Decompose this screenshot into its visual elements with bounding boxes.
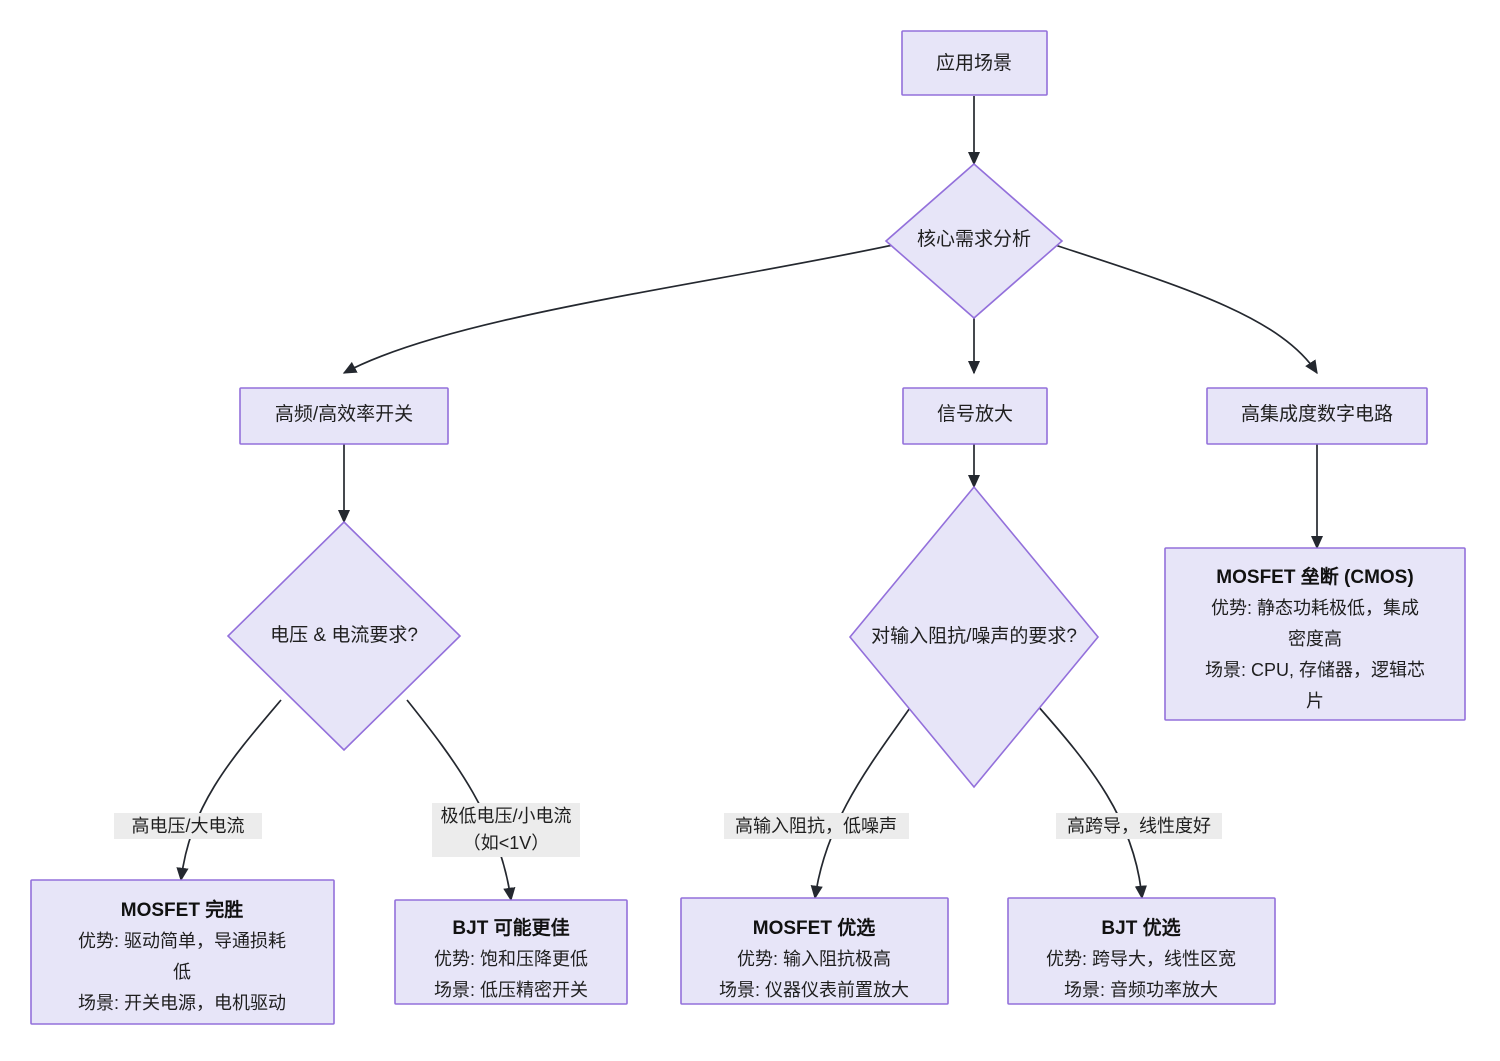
edge-layer	[176, 96, 1324, 902]
edge-label-bg	[114, 813, 262, 839]
edge-core-to-digital	[1054, 244, 1318, 375]
node-layer: 应用场景 核心需求分析 高频/高效率开关 信号放大 高集成度数字电路 电压 & …	[30, 30, 1466, 1025]
node-result-cmos-shape[interactable]	[1164, 547, 1466, 721]
edge-label-high-voltage-current: 高电压/大电流	[114, 813, 262, 839]
edge-label-bg	[1056, 813, 1222, 839]
edge-label-bg	[724, 813, 909, 839]
node-result-bjt-better[interactable]: BJT 可能更佳 优势: 饱和压降更低 场景: 低压精密开关	[394, 899, 628, 1005]
node-branch-amp[interactable]: 信号放大	[902, 387, 1048, 445]
node-result-mosfet-win-line-1: 优势: 驱动简单，导通损耗	[78, 931, 286, 951]
edge-vi-to-mosfet-win	[176, 699, 282, 882]
node-result-bjt-preferred-line-2: 场景: 音频功率放大	[1064, 980, 1218, 1000]
node-result-mosfet-preferred[interactable]: MOSFET 优选 优势: 输入阻抗极高 场景: 仪器仪表前置放大	[680, 897, 949, 1005]
node-branch-switch[interactable]: 高频/高效率开关	[239, 387, 449, 445]
node-result-bjt-better-line-2: 场景: 低压精密开关	[434, 980, 588, 1000]
edge-label-high-gm-linear: 高跨导，线性度好	[1056, 813, 1222, 839]
node-result-bjt-better-shape[interactable]	[394, 899, 628, 1005]
node-start-shape[interactable]	[901, 30, 1048, 96]
edge-label-text-line-1: 极低电压/小电流	[440, 806, 571, 826]
edge-vi-to-bjt-better	[406, 699, 516, 902]
node-branch-digital-shape[interactable]	[1206, 387, 1428, 445]
edge-label-text: 高电压/大电流	[131, 816, 244, 836]
node-result-cmos-line-2: 密度高	[1288, 629, 1342, 649]
node-decision-impedance-noise-label: 对输入阻抗/噪声的要求?	[871, 625, 1077, 647]
node-branch-amp-shape[interactable]	[902, 387, 1048, 445]
edge-core-to-switch	[342, 244, 894, 374]
node-result-cmos-line-4: 片	[1306, 691, 1324, 711]
node-result-bjt-preferred-shape[interactable]	[1007, 897, 1276, 1005]
edge-label-bg	[432, 803, 580, 857]
edge-label-high-z-low-noise: 高输入阻抗，低噪声	[724, 813, 909, 839]
node-result-mosfet-preferred-line-1: 优势: 输入阻抗极高	[737, 949, 891, 969]
edge-label-text-line-2: （如<1V）	[463, 833, 550, 853]
node-result-mosfet-win-line-2: 低	[173, 962, 191, 982]
node-branch-digital[interactable]: 高集成度数字电路	[1206, 387, 1428, 445]
node-result-cmos[interactable]: MOSFET 垒断 (CMOS) 优势: 静态功耗极低，集成 密度高 场景: C…	[1164, 547, 1466, 721]
node-decision-impedance-noise[interactable]: 对输入阻抗/噪声的要求?	[848, 485, 1100, 789]
edge-zn-to-bjt-pref	[1036, 704, 1147, 900]
node-core-decision[interactable]: 核心需求分析	[884, 162, 1064, 320]
node-result-bjt-preferred-title: BJT 优选	[1101, 916, 1180, 939]
node-result-mosfet-preferred-line-2: 场景: 仪器仪表前置放大	[719, 980, 909, 1000]
node-start-label: 应用场景	[936, 52, 1012, 74]
edge-label-ultra-low-voltage: 极低电压/小电流 （如<1V）	[432, 803, 580, 857]
node-result-bjt-preferred[interactable]: BJT 优选 优势: 跨导大，线性区宽 场景: 音频功率放大	[1007, 897, 1276, 1005]
node-decision-voltage-current-shape[interactable]	[226, 520, 462, 752]
node-branch-switch-label: 高频/高效率开关	[275, 403, 413, 425]
node-result-mosfet-win-title: MOSFET 完胜	[121, 898, 243, 921]
node-result-cmos-line-1: 优势: 静态功耗极低，集成	[1211, 598, 1419, 618]
node-core-decision-shape[interactable]	[884, 162, 1064, 320]
edge-zn-to-mosfet-pref	[810, 704, 913, 900]
node-decision-voltage-current-label: 电压 & 电流要求?	[270, 624, 418, 646]
edge-label-text: 高跨导，线性度好	[1067, 816, 1211, 836]
node-branch-switch-shape[interactable]	[239, 387, 449, 445]
node-decision-impedance-noise-shape[interactable]	[848, 485, 1100, 789]
node-start[interactable]: 应用场景	[901, 30, 1048, 96]
node-branch-amp-label: 信号放大	[937, 403, 1013, 425]
edge-label-layer: 高电压/大电流 极低电压/小电流 （如<1V） 高输入阻抗，低噪声 高跨导，线性…	[114, 803, 1222, 857]
node-result-mosfet-win-line-3: 场景: 开关电源，电机驱动	[78, 993, 286, 1013]
node-result-bjt-better-title: BJT 可能更佳	[452, 916, 569, 939]
node-result-cmos-line-3: 场景: CPU, 存储器，逻辑芯	[1205, 660, 1425, 680]
node-branch-digital-label: 高集成度数字电路	[1241, 403, 1393, 425]
node-result-bjt-better-line-1: 优势: 饱和压降更低	[434, 949, 588, 969]
node-result-mosfet-preferred-shape[interactable]	[680, 897, 949, 1005]
node-decision-voltage-current[interactable]: 电压 & 电流要求?	[226, 520, 462, 752]
edge-label-text: 高输入阻抗，低噪声	[735, 816, 897, 836]
node-result-mosfet-preferred-title: MOSFET 优选	[753, 916, 875, 939]
node-core-decision-label: 核心需求分析	[917, 228, 1031, 250]
node-result-mosfet-win[interactable]: MOSFET 完胜 优势: 驱动简单，导通损耗 低 场景: 开关电源，电机驱动	[30, 879, 335, 1025]
node-result-cmos-title: MOSFET 垒断 (CMOS)	[1216, 565, 1413, 588]
node-result-mosfet-win-shape[interactable]	[30, 879, 335, 1025]
node-result-bjt-preferred-line-1: 优势: 跨导大，线性区宽	[1046, 949, 1236, 969]
